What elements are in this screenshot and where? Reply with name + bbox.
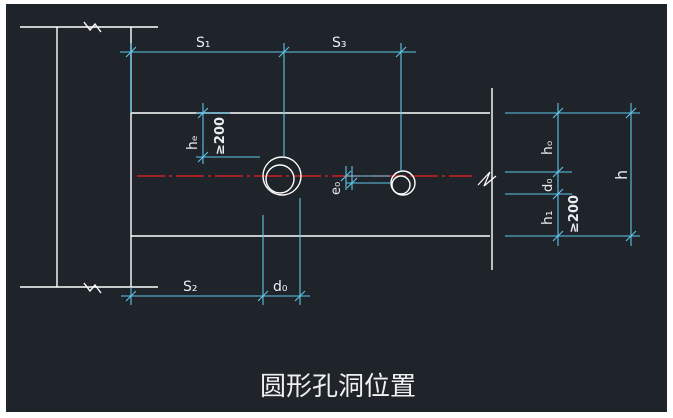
- label-d0-bottom: d₀: [273, 279, 288, 295]
- diagram-caption: 圆形孔洞位置: [260, 372, 416, 402]
- label-h1: h₁: [540, 211, 556, 226]
- label-ge200-right: ≥200: [567, 195, 582, 233]
- dimension-lines: [120, 43, 640, 305]
- label-hc: hₑ: [185, 135, 201, 150]
- label-h: h: [612, 170, 631, 180]
- break-symbol: [477, 171, 497, 187]
- label-s3: S₃: [332, 35, 347, 51]
- label-ho: hₒ: [540, 140, 556, 155]
- label-s1: S₁: [196, 35, 211, 51]
- label-d0-right: d₀: [541, 179, 556, 192]
- hole-small: [390, 170, 416, 196]
- label-s2: S₂: [183, 279, 198, 295]
- beam-outline: [131, 88, 493, 270]
- drawing-background: [6, 4, 667, 412]
- label-e0: e₀: [329, 182, 344, 195]
- label-ge200-left: ≥200: [213, 117, 228, 155]
- hole-large: [262, 156, 302, 196]
- column-member: [20, 21, 158, 294]
